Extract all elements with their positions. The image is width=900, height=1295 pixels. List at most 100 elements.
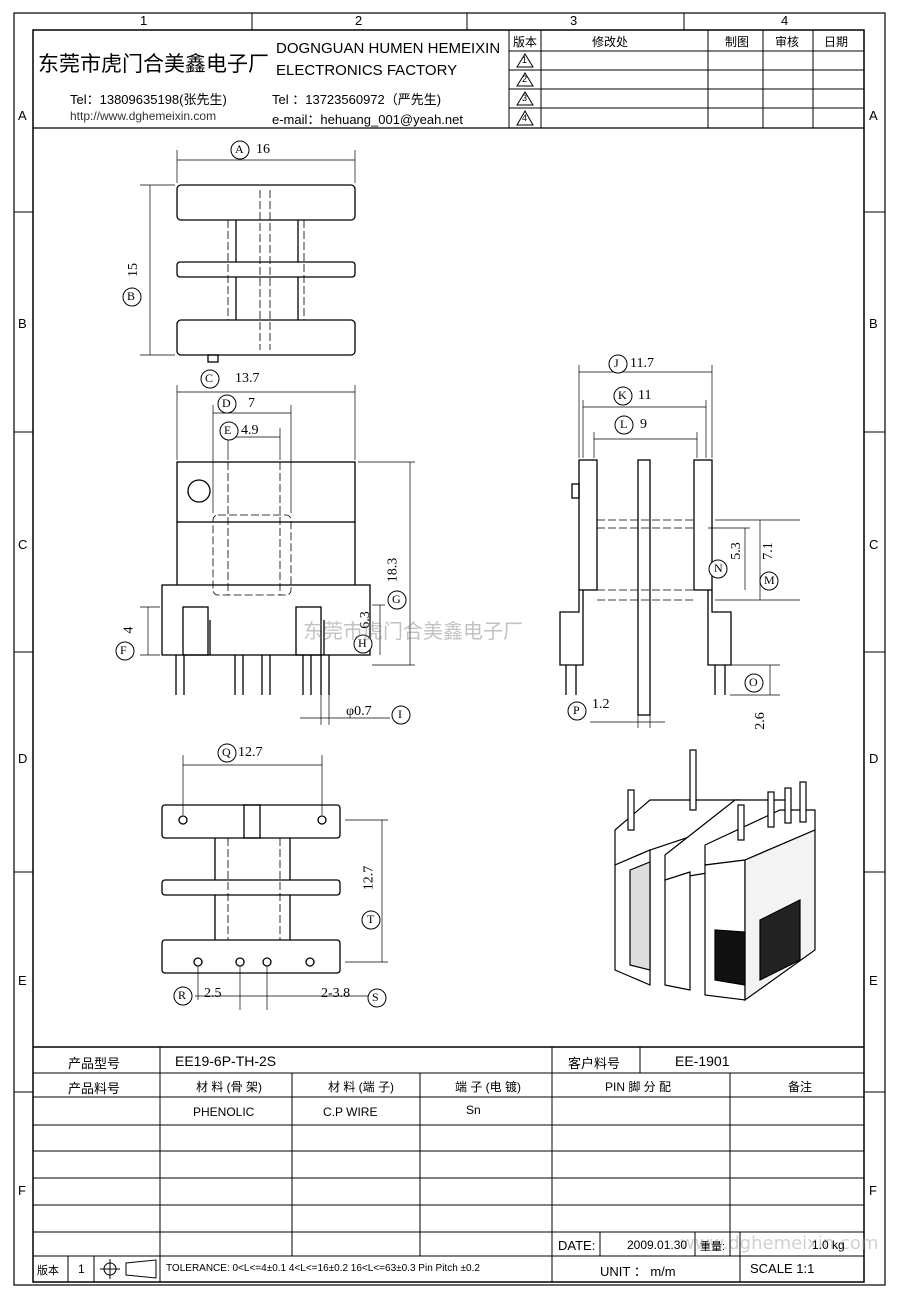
revision-header-checked: 审核 <box>775 35 800 49</box>
dim-j-value: 11.7 <box>630 356 654 371</box>
zone-row-f-right: F <box>869 1183 877 1198</box>
dim-t-value: 12.7 <box>361 865 377 891</box>
dim-a-letter: A <box>235 142 244 156</box>
dim-a-value: 16 <box>256 142 270 157</box>
front-view <box>115 369 415 725</box>
zone-col-2: 2 <box>355 13 363 28</box>
material-pin-value: C.P WIRE <box>323 1105 378 1119</box>
company-name-en-2: ELECTRONICS FACTORY <box>276 62 458 79</box>
product-model-label: 产品型号 <box>68 1056 121 1071</box>
dim-e-circle <box>219 421 239 441</box>
product-model-value: EE19-6P-TH-2S <box>175 1053 277 1069</box>
company-tel-1: Tel：13809635198(张先生) <box>70 92 227 107</box>
zone-row-f-left: F <box>18 1183 26 1198</box>
material-bobbin-label: 材 料 (骨 架) <box>196 1080 262 1094</box>
weight-value: 1.0 kg <box>812 1238 845 1252</box>
zone-col-3: 3 <box>570 13 578 28</box>
dim-t-circle <box>361 910 381 930</box>
company-email[interactable]: e-mail：hehuang_001@yeah.net <box>272 112 463 127</box>
dim-f-value: 4 <box>121 626 137 634</box>
zone-row-c-right: C <box>869 537 879 552</box>
dim-o-value: 2.6 <box>752 712 768 730</box>
dim-s-value: 2-3.8 <box>321 986 351 1001</box>
dim-g-value: 18.3 <box>385 557 401 583</box>
dim-e-value: 4.9 <box>241 423 259 438</box>
dim-r-circle <box>173 986 193 1006</box>
top-view <box>122 140 356 363</box>
material-pin-label: 材 料 (端 子) <box>328 1080 394 1094</box>
dim-b-value: 15 <box>126 263 141 277</box>
projection-cone <box>125 1259 157 1279</box>
customer-part-label: 客户料号 <box>568 1056 621 1071</box>
version-label: 版本 <box>37 1265 59 1277</box>
dim-l-circle <box>614 415 634 435</box>
dim-i-value: φ0.7 <box>346 704 372 719</box>
dim-j-letter: J <box>614 356 619 370</box>
revision-triangle-3 <box>516 91 534 106</box>
dim-b-circle <box>122 287 142 307</box>
dim-r-letter: R <box>178 988 187 1002</box>
dim-p-value: 1.2 <box>592 697 610 712</box>
dim-m-value: 7.1 <box>760 542 776 560</box>
dim-m-letter: M <box>764 573 775 587</box>
dim-i-letter: I <box>398 707 402 721</box>
dim-n-value: 5.3 <box>728 542 744 560</box>
dim-g-letter: G <box>392 592 401 606</box>
dim-s-letter: S <box>372 990 379 1004</box>
dim-n-letter: N <box>714 561 723 575</box>
company-name-en-1: DOGNGUAN HUMEN HEMEIXIN <box>276 40 501 57</box>
dim-d-value: 7 <box>248 396 255 411</box>
scale-text: SCALE 1:1 <box>750 1261 815 1276</box>
zone-row-a-left: A <box>18 108 27 123</box>
weight-label: 重量: <box>700 1241 726 1253</box>
revision-triangle-2 <box>516 72 534 87</box>
zone-col-4: 4 <box>781 13 789 28</box>
revision-triangle-1 <box>516 53 534 68</box>
dim-s-circle <box>367 988 387 1008</box>
zone-row-d-right: D <box>869 751 879 766</box>
remarks-label: 备注 <box>788 1080 813 1094</box>
plating-value: Sn <box>466 1103 481 1117</box>
dim-m-circle <box>759 571 779 591</box>
dim-b-letter: B <box>127 289 136 303</box>
tolerance-text: TOLERANCE: 0<L<=4±0.1 4<L<=16±0.2 16<L<=… <box>166 1263 480 1274</box>
zone-row-c-left: C <box>18 537 28 552</box>
dim-t-letter: T <box>367 912 375 926</box>
dim-e-letter: E <box>224 423 232 437</box>
dim-k-letter: K <box>618 388 627 402</box>
date-label: DATE: <box>558 1238 596 1253</box>
dim-l-letter: L <box>620 417 628 431</box>
dim-j-circle <box>608 354 628 374</box>
dim-h-circle <box>353 634 373 654</box>
date-value: 2009.01.30 <box>627 1238 688 1252</box>
zone-col-1: 1 <box>140 13 148 28</box>
unit-text: UNIT ： m/m <box>600 1264 676 1279</box>
dim-d-letter: D <box>222 396 231 410</box>
dim-c-circle <box>200 369 220 389</box>
zone-row-e-left: E <box>18 973 27 988</box>
company-name-cn: 东莞市虎门合美鑫电子厂 <box>38 52 269 76</box>
dim-f-letter: F <box>120 643 127 657</box>
dim-i-circle <box>391 705 411 725</box>
pin-assignment-label: PIN 脚 分 配 <box>605 1080 672 1094</box>
revision-num-1: 1 <box>522 55 528 65</box>
dim-a-circle <box>230 140 250 160</box>
company-website[interactable]: http://www.dghemeixin.com <box>70 109 217 123</box>
material-bobbin-value: PHENOLIC <box>193 1105 255 1119</box>
isometric-view <box>614 749 816 1002</box>
revision-header-date: 日期 <box>824 35 849 49</box>
zone-row-e-right: E <box>869 973 878 988</box>
revision-triangle-4 <box>516 109 534 126</box>
plating-label: 端 子 (电 镀) <box>455 1080 521 1094</box>
dim-n-circle <box>708 559 728 579</box>
dim-g-circle <box>387 590 407 610</box>
dim-c-letter: C <box>205 371 214 385</box>
revision-header-drawn: 制图 <box>725 35 750 49</box>
zone-row-b-left: B <box>18 316 27 331</box>
dim-f-circle <box>115 641 135 661</box>
revision-table <box>509 30 864 128</box>
zone-row-b-right: B <box>869 316 878 331</box>
bottom-view <box>161 743 388 1010</box>
customer-part-value: EE-1901 <box>675 1053 730 1069</box>
